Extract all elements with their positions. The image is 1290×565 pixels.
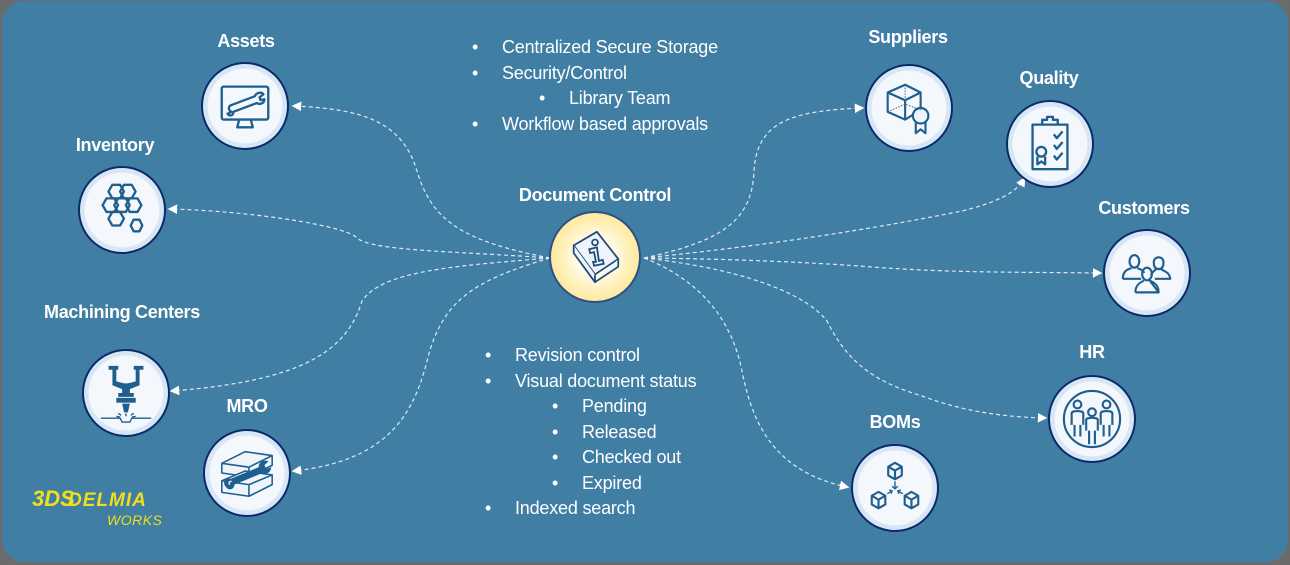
bullet-text: Security/Control bbox=[502, 62, 627, 83]
center-label: Document Control bbox=[518, 185, 672, 205]
bullet-text: Released bbox=[582, 421, 657, 442]
boms-label: BOMs bbox=[869, 412, 921, 432]
bullet-item: • Expired bbox=[485, 471, 696, 497]
bullet-dot: • bbox=[552, 421, 559, 442]
bullet-text: Revision control bbox=[515, 345, 640, 365]
mold-wrench-icon bbox=[221, 450, 273, 498]
staff-circle-icon bbox=[1062, 389, 1122, 449]
bullet-text: Expired bbox=[582, 472, 642, 493]
bullet-dot: • bbox=[485, 345, 492, 365]
link-inventory bbox=[167, 204, 551, 259]
bullet-item: • Indexed search bbox=[485, 496, 696, 522]
clipboard-checklist-icon bbox=[1031, 115, 1069, 171]
3ds-logo-mark: 3DS bbox=[32, 486, 75, 511]
assets-label: Assets bbox=[217, 31, 275, 51]
bottom-bullet-list: • Revision control • Visual document statu… bbox=[485, 343, 697, 522]
bullet-dot: • bbox=[539, 88, 546, 108]
bullet-dot: • bbox=[472, 37, 479, 57]
bullet-item: • Released bbox=[485, 420, 696, 446]
bullet-text: Pending bbox=[582, 396, 647, 416]
box-award-icon bbox=[886, 83, 930, 135]
machining-centers-label: Machining Centers bbox=[44, 302, 200, 322]
document-control-node[interactable] bbox=[549, 211, 641, 303]
link-mro bbox=[291, 257, 551, 475]
machining-centers-node[interactable] bbox=[82, 349, 170, 437]
boms-node[interactable] bbox=[851, 444, 939, 532]
inventory-node[interactable] bbox=[78, 166, 166, 254]
bullet-item: • Library Team bbox=[472, 86, 718, 112]
link-machining bbox=[169, 257, 551, 396]
customers-node[interactable] bbox=[1103, 229, 1191, 317]
cubes-assembly-icon bbox=[870, 461, 920, 510]
link-suppliers bbox=[643, 103, 865, 259]
logo-sub: WORKS bbox=[107, 512, 163, 528]
suppliers-node[interactable] bbox=[865, 64, 953, 152]
bullet-text: Indexed search bbox=[515, 498, 636, 518]
mro-label: MRO bbox=[226, 396, 268, 416]
mro-node[interactable] bbox=[203, 429, 291, 517]
machining-spindle-icon bbox=[100, 365, 152, 423]
link-quality bbox=[643, 176, 1026, 259]
suppliers-label: Suppliers bbox=[868, 27, 948, 47]
bullet-text: Checked out bbox=[582, 447, 681, 467]
bullet-item: • Revision control bbox=[485, 343, 696, 369]
hr-label: HR bbox=[1079, 342, 1105, 362]
bullet-item: • Security/Control bbox=[472, 61, 718, 87]
bullet-item: • Visual document status bbox=[485, 369, 697, 395]
inventory-label: Inventory bbox=[75, 135, 155, 155]
bullet-text: Centralized Secure Storage bbox=[502, 37, 718, 57]
hexagons-icon bbox=[101, 183, 144, 233]
bullet-item: • Workflow based approvals bbox=[472, 112, 718, 138]
bullet-text: Workflow based approvals bbox=[502, 113, 708, 134]
people-group-icon bbox=[1121, 254, 1172, 294]
quality-node[interactable] bbox=[1006, 100, 1094, 188]
bullet-dot: • bbox=[485, 370, 492, 391]
bullet-dot: • bbox=[552, 447, 559, 467]
bullet-text: Library Team bbox=[569, 88, 671, 108]
link-customers bbox=[643, 257, 1103, 278]
top-bullet-list: • Centralized Secure Storage • Security/Co… bbox=[472, 35, 718, 137]
bullet-dot: • bbox=[552, 396, 559, 416]
bullet-dot: • bbox=[472, 113, 479, 134]
hr-node[interactable] bbox=[1048, 375, 1136, 463]
bullet-dot: • bbox=[485, 498, 492, 518]
assets-node[interactable] bbox=[201, 62, 289, 150]
info-book-icon bbox=[572, 230, 620, 284]
link-assets bbox=[291, 101, 551, 259]
link-hr bbox=[643, 257, 1048, 423]
bullet-item: • Centralized Secure Storage bbox=[472, 35, 718, 61]
bullet-text: Visual document status bbox=[515, 370, 697, 391]
logo-brand: DELMIA bbox=[68, 490, 147, 511]
bullet-item: • Pending bbox=[485, 394, 696, 420]
bullet-item: • Checked out bbox=[485, 445, 696, 471]
bullet-dot: • bbox=[472, 62, 479, 83]
link-boms bbox=[643, 257, 850, 491]
customers-label: Customers bbox=[1098, 198, 1190, 218]
quality-label: Quality bbox=[1019, 68, 1079, 88]
monitor-wrench-icon bbox=[220, 85, 270, 129]
bullet-dot: • bbox=[552, 472, 559, 493]
